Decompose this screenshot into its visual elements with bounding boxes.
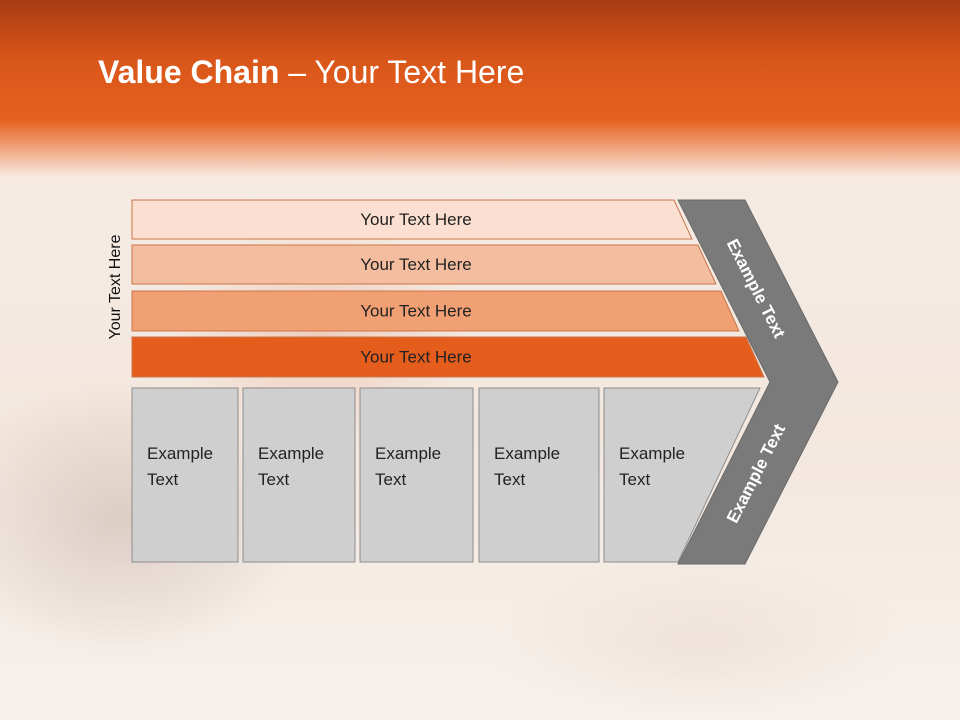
- column-2-text-1: Example: [258, 444, 324, 463]
- column-1-text-2: Text: [147, 470, 178, 489]
- band-label-3: Your Text Here: [360, 301, 472, 320]
- slide-title: Value Chain – Your Text Here: [98, 54, 524, 91]
- column-3-text-2: Text: [375, 470, 406, 489]
- header-bar: [0, 0, 960, 200]
- column-5-text-2: Text: [619, 470, 650, 489]
- band-2: [131, 244, 717, 285]
- column-2: [242, 387, 356, 563]
- column-5-text-1: Example: [619, 444, 685, 463]
- band-label-1: Your Text Here: [360, 210, 472, 229]
- column-4-text-2: Text: [494, 470, 525, 489]
- title-rest: – Your Text Here: [279, 54, 525, 90]
- column-3-text-1: Example: [375, 444, 441, 463]
- column-3: [359, 387, 474, 563]
- column-1-text-1: Example: [147, 444, 213, 463]
- column-1: [131, 387, 239, 563]
- band-4: [131, 336, 765, 378]
- column-4-text-1: Example: [494, 444, 560, 463]
- band-3: [131, 290, 740, 332]
- band-label-4: Your Text Here: [360, 347, 472, 366]
- column-2-text-2: Text: [258, 470, 289, 489]
- column-5: [603, 387, 761, 563]
- band-label-2: Your Text Here: [360, 255, 472, 274]
- band-1: [131, 199, 693, 240]
- column-4: [478, 387, 600, 563]
- title-bold: Value Chain: [98, 54, 280, 90]
